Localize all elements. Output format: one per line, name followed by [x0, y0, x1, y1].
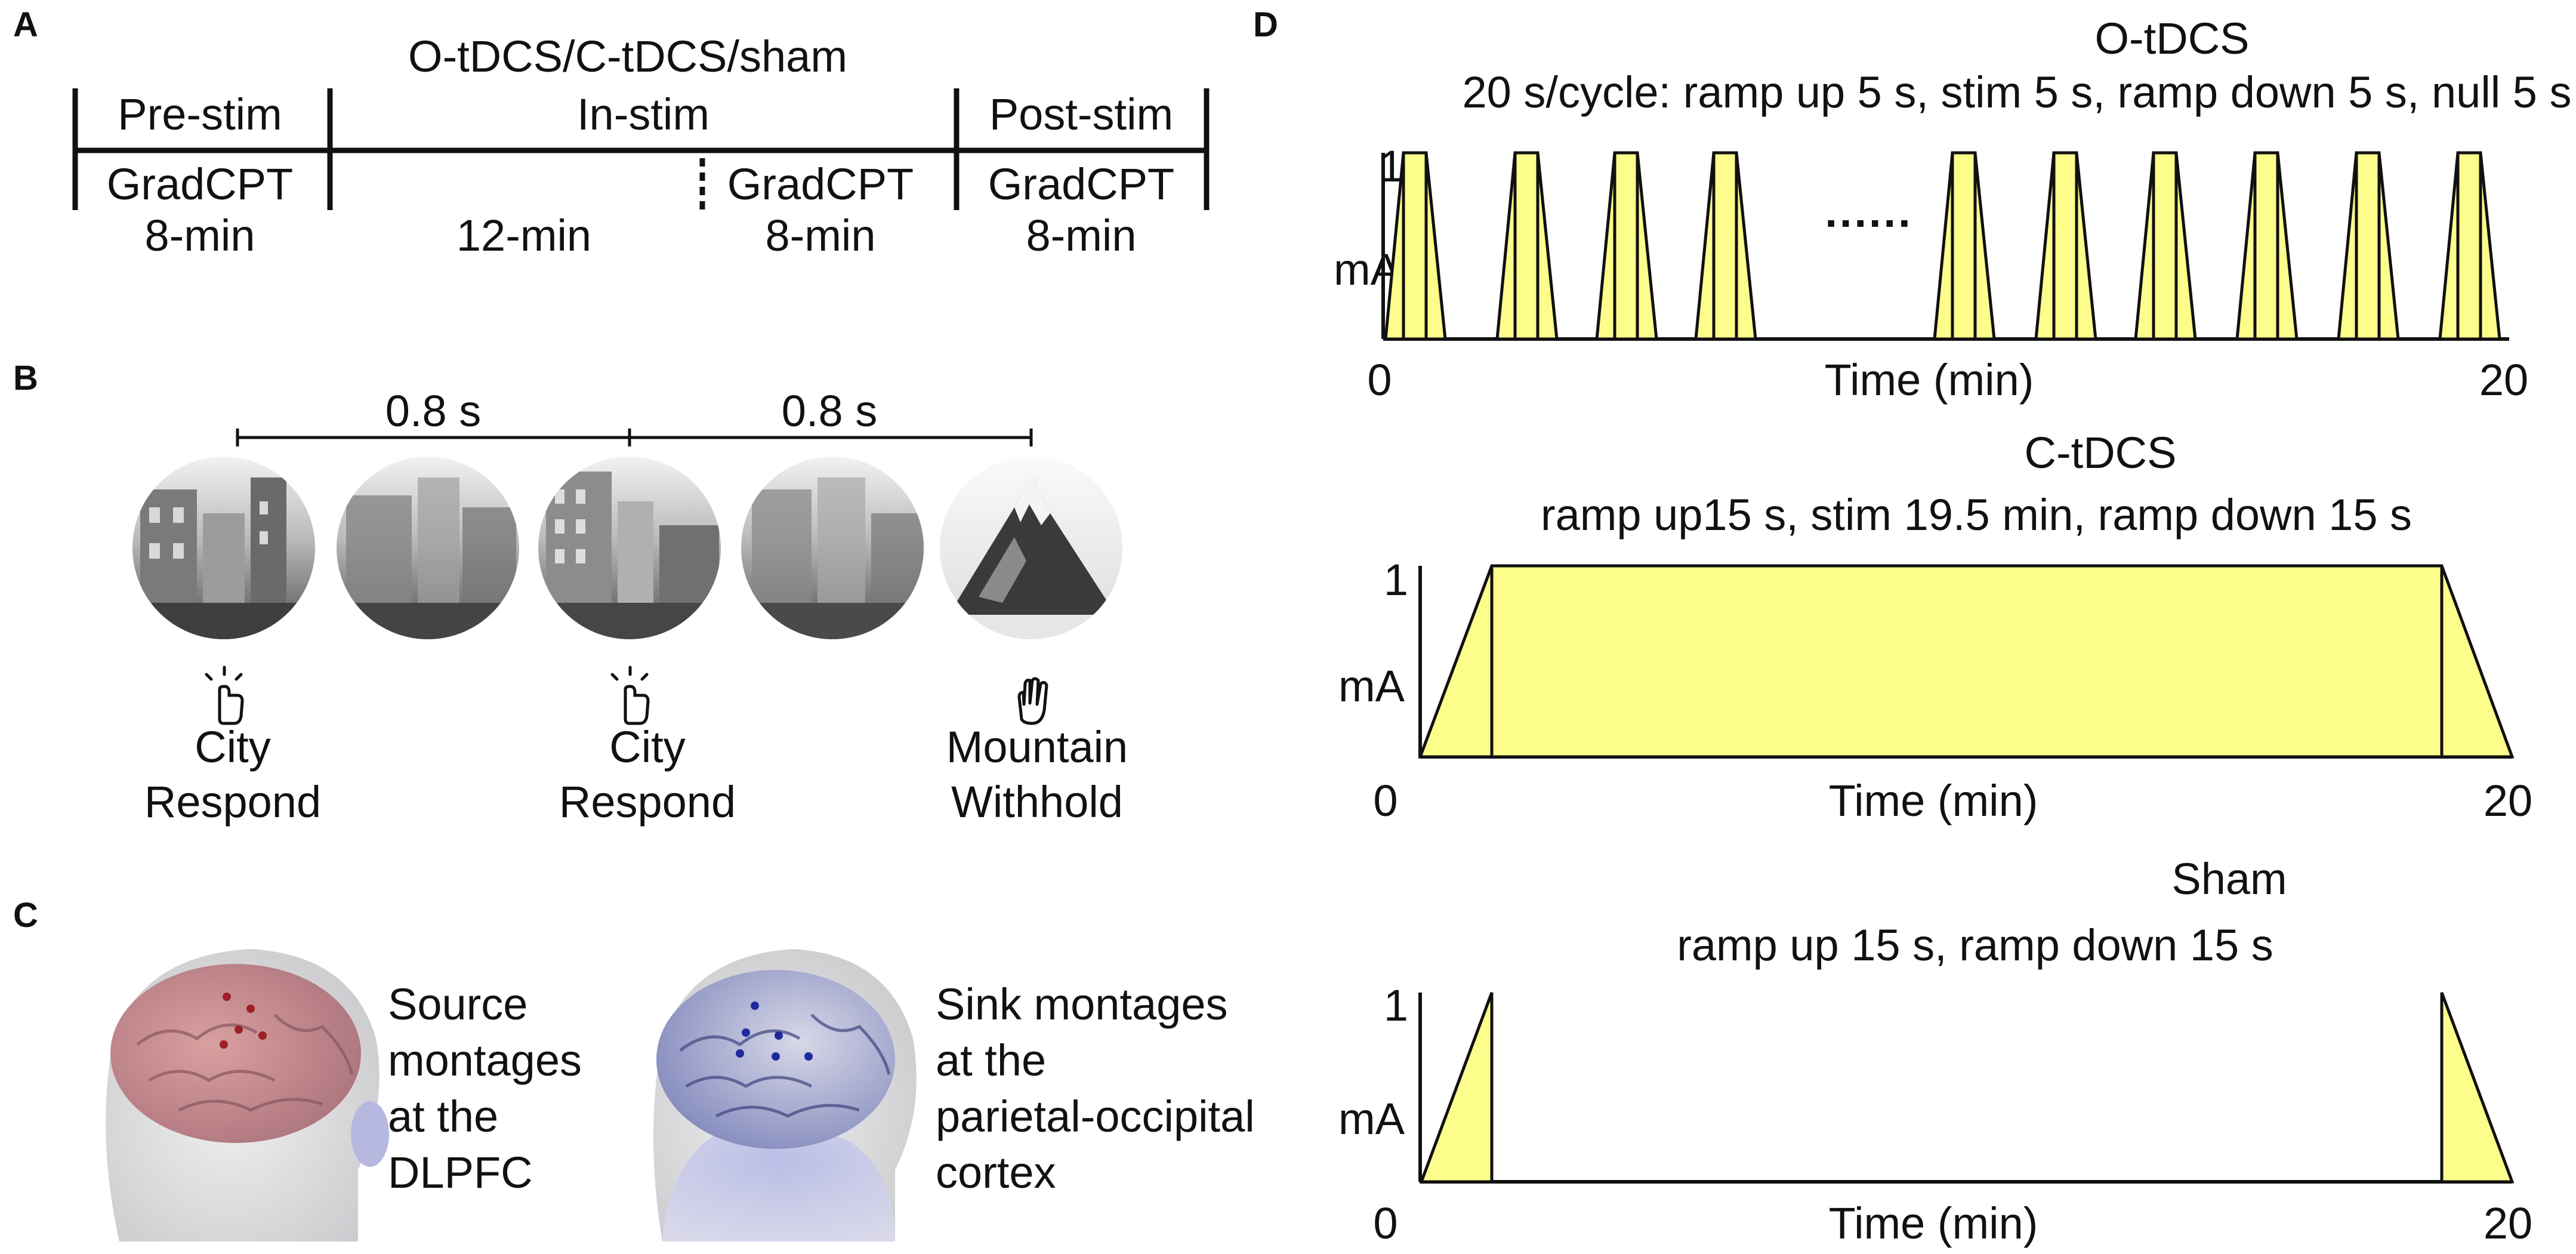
condition-title: O-tDCS/C-tDCS/sham: [408, 32, 847, 81]
c-tdcs-xend: 20: [2483, 776, 2533, 825]
o-tdcs-pulse-3: [1595, 151, 1658, 341]
sham-xlabel: Time (min): [1828, 1198, 2038, 1248]
in-stim-duration: 12-min: [456, 211, 592, 260]
o-tdcs-pulse-6: [2034, 151, 2097, 341]
o-tdcs-pulse-4: [1694, 151, 1757, 341]
phase-post-stim: Post-stim: [989, 90, 1174, 139]
sham-xend: 20: [2483, 1198, 2533, 1248]
o-tdcs-waveform: [1381, 151, 2509, 341]
panel-letter-d: D: [1253, 5, 1278, 44]
o-tdcs-title: O-tDCS: [2094, 14, 2250, 63]
c-tdcs-subtitle: ramp up15 s, stim 19.5 min, ramp down 15…: [1540, 490, 2413, 540]
o-tdcs-xlabel: Time (min): [1824, 355, 2034, 405]
tap-hand-icon: [205, 665, 244, 725]
o-tdcs-subtitle: 20 s/cycle: ramp up 5 s, stim 5 s, ramp …: [1462, 67, 2572, 117]
o-tdcs-pulse-10: [2438, 151, 2501, 341]
sham-subtitle: ramp up 15 s, ramp down 15 s: [1677, 920, 2273, 970]
o-tdcs-pulse-8: [2235, 151, 2299, 341]
stop-hand-icon: [1017, 677, 1048, 725]
sham-ramp-down: [2440, 992, 2515, 1184]
c-tdcs-title: C-tDCS: [2024, 428, 2177, 477]
phase-in-stim: In-stim: [577, 90, 709, 139]
transition-image-2: [741, 457, 924, 639]
head-model-source: [106, 949, 389, 1241]
panel-letter-b: B: [13, 359, 38, 398]
o-tdcs-pulse-9: [2337, 151, 2400, 341]
phase-pre-stim: Pre-stim: [118, 90, 282, 139]
in-stim-task: GradCPT: [727, 159, 914, 209]
c-tdcs-plateau: [1418, 564, 2515, 759]
sham-waveform: [1418, 992, 2515, 1184]
o-tdcs-pulse-2: [1495, 151, 1559, 341]
panel-letter-a: A: [13, 5, 38, 44]
post-stim-duration: 8-min: [1026, 211, 1137, 260]
o-tdcs-pulse-1: [1384, 151, 1447, 341]
o-tdcs-xstart: 0: [1367, 355, 1392, 405]
pre-stim-duration: 8-min: [144, 211, 255, 260]
sham-ramp-up: [1419, 992, 1494, 1184]
o-tdcs-xend: 20: [2479, 355, 2529, 405]
sham-title: Sham: [2171, 854, 2287, 904]
interval-2: 0.8 s: [781, 386, 878, 436]
interval-1: 0.8 s: [385, 386, 482, 436]
transition-image-1: [337, 457, 519, 639]
o-tdcs-pulse-5: [1933, 151, 1996, 341]
o-tdcs-pulse-7: [2134, 151, 2197, 341]
sham-xstart: 0: [1373, 1198, 1398, 1248]
mountain-image: [940, 457, 1122, 639]
pre-stim-task: GradCPT: [106, 159, 294, 209]
o-tdcs-gap-marker: ......: [1825, 187, 1913, 236]
sham-ytick: 1: [1383, 981, 1408, 1030]
sham-yunit: mA: [1338, 1094, 1405, 1144]
c-tdcs-waveform: [1418, 564, 2515, 759]
head-model-sink: [653, 949, 917, 1241]
c-tdcs-yunit: mA: [1338, 661, 1405, 711]
c-tdcs-xlabel: Time (min): [1828, 776, 2038, 825]
o-tdcs-yunit: mA: [1334, 245, 1400, 294]
panel-letter-c: C: [13, 896, 38, 935]
tap-hand-icon-2: [610, 665, 650, 725]
c-tdcs-xstart: 0: [1373, 776, 1398, 825]
post-stim-task: GradCPT: [988, 159, 1175, 209]
in-stim-task-duration: 8-min: [765, 211, 876, 260]
c-tdcs-ytick: 1: [1383, 555, 1408, 605]
